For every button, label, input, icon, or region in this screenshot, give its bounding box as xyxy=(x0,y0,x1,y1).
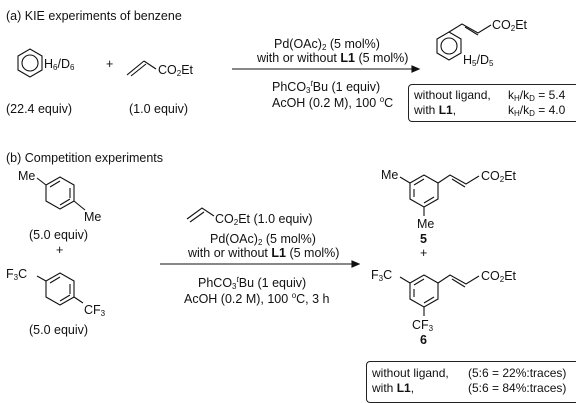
product-6-ring xyxy=(409,274,439,308)
product-5-me-bottom: Me xyxy=(417,217,435,231)
kie-value-without-ligand: kH/kD = 5.4 xyxy=(508,88,566,103)
condition-b-catalyst: Pd(OAc)2 (5 mol%) xyxy=(210,232,316,247)
plus-sign-products: + xyxy=(420,246,428,260)
product-a-ester: CO2Et xyxy=(492,18,528,33)
benzene-ring xyxy=(17,48,43,78)
product-6-number: 6 xyxy=(420,333,427,347)
substrate-cf3-left: F3C xyxy=(6,267,28,282)
section-a-title: (a) KIE experiments of benzene xyxy=(6,9,182,23)
benzene-aromatic-circle xyxy=(21,54,39,72)
section-b-title: (b) Competition experiments xyxy=(6,151,164,165)
kie-row-without-ligand: without ligand, xyxy=(414,88,491,102)
condition-a-oxidant: PhCO3tBu (1 equiv) xyxy=(272,79,381,95)
product-5-ester: CO2Et xyxy=(481,169,517,184)
product-5-ring xyxy=(409,174,439,208)
product-5-me-left: Me xyxy=(381,168,399,182)
condition-b-acrylate: CO2Et (1.0 equiv) xyxy=(215,212,313,227)
product-6-ester: CO2Et xyxy=(481,269,517,284)
product-ring xyxy=(436,31,462,61)
acrylate-skeleton-b xyxy=(186,207,215,220)
condition-a-catalyst: Pd(OAc)2 (5 mol%) xyxy=(274,37,380,52)
xylene-me-top: Me xyxy=(18,169,36,183)
acrylate-skeleton xyxy=(126,60,145,76)
ratio-row-with-l1: with L1, xyxy=(372,381,415,395)
condition-b-ligand: with or without L1 (5 mol%) xyxy=(188,246,340,260)
ratio-value-without-ligand: (5:6 = 22%:traces) xyxy=(468,366,567,380)
kie-value-with-l1: kH/kD = 4.0 xyxy=(508,103,566,118)
ratio-value-with-l1: (5:6 = 84%:traces) xyxy=(468,381,567,395)
ratio-row-without-ligand: without ligand, xyxy=(372,366,449,380)
condition-a-solvent: AcOH (0.2 M), 100 oC xyxy=(272,95,394,110)
product-5-number: 5 xyxy=(420,232,427,246)
condition-a-ligand: with or without L1 (5 mol%) xyxy=(257,51,409,65)
substrate-cf3-right: CF3 xyxy=(84,303,106,318)
product-6-cf3-left: F3C xyxy=(371,268,393,283)
acrylate-label: CO2Et xyxy=(158,63,194,78)
kie-results-box xyxy=(408,84,576,122)
plus-sign-a: + xyxy=(106,57,114,71)
benzene-equiv: (22.4 equiv) xyxy=(6,102,73,116)
kie-row-with-l1: with L1, xyxy=(414,103,457,117)
product-a-isotope: H5/D5 xyxy=(463,53,494,68)
xylene-me-bottom: Me xyxy=(84,210,102,224)
acrylate-equiv: (1.0 equiv) xyxy=(129,102,189,116)
plus-sign-b: + xyxy=(56,243,64,257)
condition-b-oxidant: PhCO3tBu (1 equiv) xyxy=(198,275,307,291)
xylene-equiv: (5.0 equiv) xyxy=(29,228,89,242)
product-6-cf3-bottom: CF3 xyxy=(412,318,434,333)
condition-b-solvent: AcOH (0.2 M), 100 oC, 3 h xyxy=(184,291,330,306)
tf-equiv: (5.0 equiv) xyxy=(29,323,89,337)
benzene-isotope-label: H6/D6 xyxy=(44,57,75,72)
